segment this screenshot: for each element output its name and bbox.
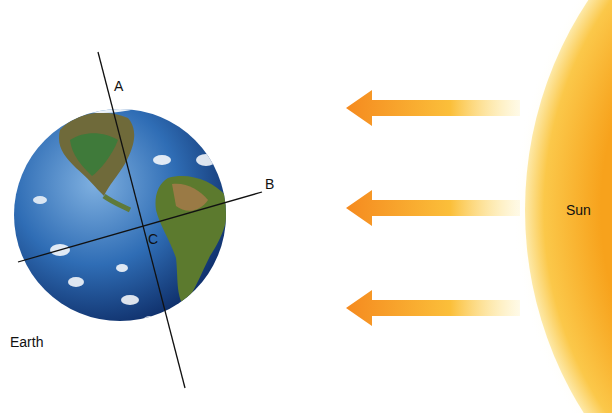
sun-label: Sun bbox=[566, 202, 591, 218]
axis-line bbox=[98, 52, 185, 388]
point-label: A bbox=[114, 78, 123, 94]
equator-line bbox=[18, 192, 262, 262]
point-label: C bbox=[148, 231, 158, 247]
earth-label: Earth bbox=[10, 334, 43, 350]
point-label: B bbox=[265, 176, 274, 192]
sunlight-arrows bbox=[346, 90, 520, 326]
sun-glow bbox=[513, 0, 612, 413]
sun bbox=[525, 0, 612, 413]
earth bbox=[14, 100, 228, 324]
